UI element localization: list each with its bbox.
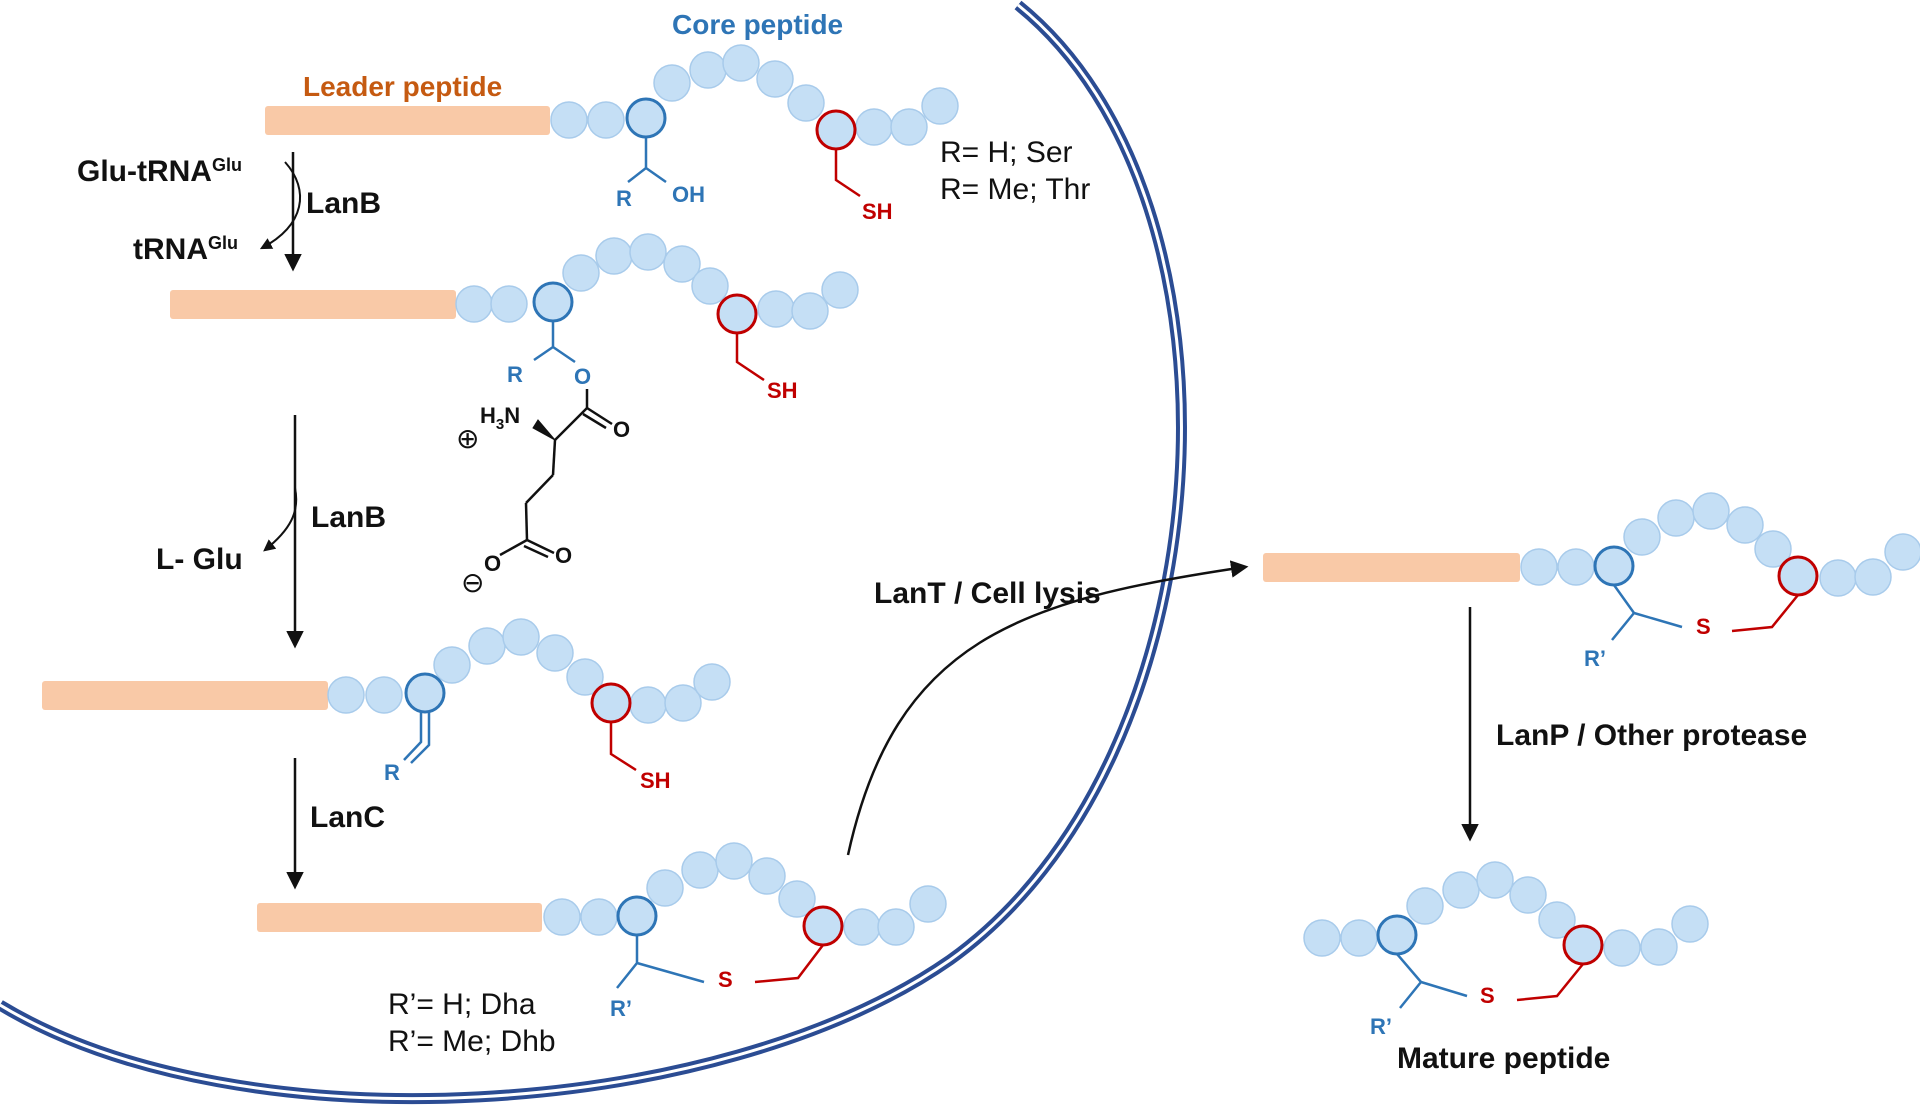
lant-cell-lysis-label: LanT / Cell lysis: [874, 577, 1101, 610]
peptide-step-1: R OH SH: [265, 44, 959, 224]
peptide-step-2: R O SH O H3N ⊕ O O ⊖: [170, 233, 859, 599]
positive-charge-icon: ⊕: [456, 422, 479, 455]
peptide-exported: R’ S: [1263, 492, 1920, 671]
peptide-step-4: R’ S: [257, 842, 947, 1021]
glu-trna-label: Glu-tRNAGlu: [77, 155, 242, 188]
lanc-label: LanC: [310, 801, 385, 834]
mature-peptide-label: Mature peptide: [1397, 1042, 1610, 1075]
serine-residue: [532, 281, 574, 323]
cysteine-residue: [590, 682, 632, 724]
r-prime-label: R’: [1584, 646, 1606, 671]
lanb-arrow-2: [263, 415, 304, 649]
peptide-step-3: R SH: [42, 618, 731, 793]
carbonyl-oxygen-label: O: [613, 417, 630, 442]
lanthionine-residue-2: [1562, 924, 1604, 966]
thiol-label: SH: [862, 199, 893, 224]
core-beads: [1520, 492, 1920, 597]
dehydroamino-acid-residue: [404, 672, 446, 714]
r-group-label: R: [384, 760, 400, 785]
hydroxyl-label: OH: [672, 182, 705, 207]
lanb-label-2: LanB: [311, 501, 386, 534]
leader-peptide-bar: [42, 681, 328, 710]
r-group-label: R: [507, 362, 523, 387]
export-arrow: [846, 560, 1249, 856]
thioether-sulfur-label: S: [718, 967, 733, 992]
core-peptide-label: Core peptide: [672, 9, 843, 40]
lanthionine-residue-2: [1777, 555, 1819, 597]
leader-peptide-bar: [1263, 553, 1520, 582]
l-glu-label: L- Glu: [156, 543, 243, 576]
lanthionine-residue-1: [1376, 914, 1418, 956]
lanthionine-residue-1: [616, 895, 658, 937]
leader-peptide-bar: [257, 903, 542, 932]
lanthionine-residue-1: [1593, 545, 1635, 587]
lanb-arrow-1: [259, 152, 302, 272]
carboxylate-oxygen-label: O: [484, 551, 501, 576]
r-prime-label: R’: [610, 996, 632, 1021]
serine-residue: [625, 97, 667, 139]
thioether-sulfur-label: S: [1696, 614, 1711, 639]
carboxylate-carbonyl-label: O: [555, 543, 572, 568]
core-beads: [327, 618, 731, 724]
trna-label: tRNAGlu: [133, 233, 238, 266]
lanthionine-residue-2: [802, 905, 844, 947]
cell-membrane: [0, 0, 1187, 1104]
mature-peptide-structure: R’ S: [1303, 861, 1709, 1039]
r-dhb-label: R’= Me; Dhb: [388, 1025, 556, 1058]
core-beads: [543, 842, 947, 946]
r-ser-label: R= H; Ser: [940, 136, 1073, 169]
thioether-sulfur-label: S: [1480, 983, 1495, 1008]
r-prime-label: R’: [1370, 1014, 1392, 1039]
thiol-label: SH: [640, 768, 671, 793]
core-beads: [550, 44, 959, 146]
leader-peptide-bar: [265, 106, 550, 135]
leader-peptide-bar: [170, 290, 456, 319]
cysteine-residue: [716, 293, 758, 335]
r-group-label: R: [616, 186, 632, 211]
r-dha-label: R’= H; Dha: [388, 988, 536, 1021]
glutamate-structure: [499, 389, 613, 559]
r-thr-label: R= Me; Thr: [940, 173, 1090, 206]
lanb-label-1: LanB: [306, 187, 381, 220]
negative-charge-icon: ⊖: [461, 566, 484, 599]
ester-oxygen-label: O: [574, 364, 591, 389]
core-beads: [1303, 861, 1709, 967]
leader-peptide-label: Leader peptide: [303, 71, 502, 102]
thiol-label: SH: [767, 378, 798, 403]
ammonium-label: H3N: [480, 403, 520, 433]
cysteine-residue: [815, 109, 857, 151]
lanp-other-protease-label: LanP / Other protease: [1496, 719, 1807, 752]
core-beads: [455, 233, 859, 330]
